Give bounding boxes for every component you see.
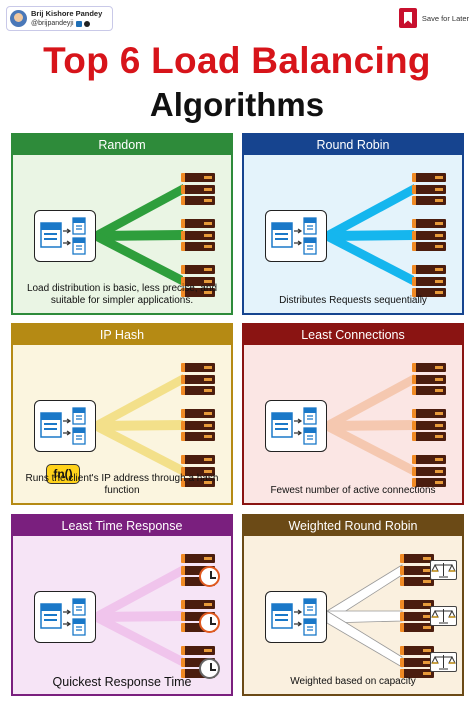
panel-caption: Distributes Requests sequentially <box>279 295 427 306</box>
scale-icon <box>430 606 457 626</box>
panel-title: Round Robin <box>244 135 462 155</box>
title-line-2: Algorithms <box>149 86 325 123</box>
title-line-1: Top 6 Load Balancing <box>43 40 431 81</box>
bookmark-icon <box>398 8 417 28</box>
clock-icon <box>199 658 220 679</box>
load-balancer-icon <box>265 591 327 643</box>
server-icon <box>412 455 446 489</box>
panel-caption: Quickest Response Time <box>52 675 192 689</box>
panel-title: Least Connections <box>244 325 462 345</box>
scale-icon <box>430 560 457 580</box>
hash-function-badge: fn() <box>46 464 80 484</box>
server-icon <box>412 173 446 207</box>
clock-icon <box>199 612 220 633</box>
server-icon <box>400 646 434 680</box>
save-for-later-button[interactable]: Save for Later <box>398 8 469 28</box>
x-icon <box>83 20 90 27</box>
server-icon <box>181 455 215 489</box>
panel-title: Random <box>13 135 231 155</box>
panel-title: IP Hash <box>13 325 231 345</box>
load-balancer-icon <box>265 210 327 262</box>
author-avatar <box>10 10 27 27</box>
scale-icon <box>430 652 457 672</box>
server-icon <box>181 219 215 253</box>
save-label: Save for Later <box>421 13 469 23</box>
panel-caption: Weighted based on capacity <box>290 676 416 687</box>
panel-title: Least Time Response <box>13 516 231 536</box>
server-icon <box>400 554 434 588</box>
connection-lines <box>96 184 183 286</box>
linkedin-icon <box>75 20 82 27</box>
server-icon <box>400 600 434 634</box>
author-name: Brij Kishore Pandey <box>31 8 103 18</box>
author-badge: Brij Kishore Pandey @brijpandeyji <box>6 6 113 31</box>
server-icon <box>412 409 446 443</box>
panel-ip-hash: IP Hash fn()Runs the client's IP address … <box>11 323 233 505</box>
panel-title: Weighted Round Robin <box>244 516 462 536</box>
panel-caption: Fewest number of active connections <box>270 485 436 496</box>
panel-caption: Runs the client's IP address through a h… <box>25 473 219 496</box>
load-balancer-icon <box>34 210 96 262</box>
server-icon <box>181 173 215 207</box>
load-balancer-icon <box>34 591 96 643</box>
connection-lines <box>327 374 414 476</box>
connection-lines <box>326 564 403 668</box>
connection-lines <box>96 565 183 667</box>
server-icon <box>412 363 446 397</box>
server-icon <box>412 219 446 253</box>
connection-lines <box>96 374 183 476</box>
load-balancer-icon <box>265 400 327 452</box>
server-icon <box>181 363 215 397</box>
panel-caption: Load distribution is basic, less precise… <box>26 283 218 306</box>
clock-icon <box>199 566 220 587</box>
load-balancer-icon <box>34 400 96 452</box>
connection-lines <box>327 184 414 286</box>
server-icon <box>412 265 446 299</box>
author-handle: @brijpandeyji <box>31 19 74 27</box>
server-icon <box>181 409 215 443</box>
server-icon <box>181 265 215 299</box>
